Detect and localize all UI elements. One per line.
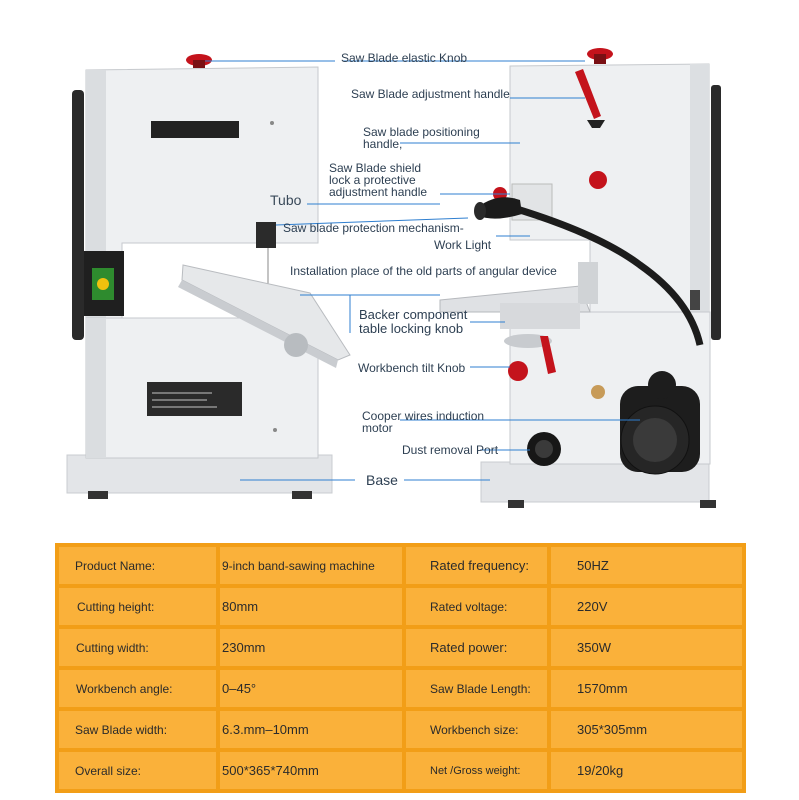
spec-value-cell: 19/20kg: [551, 752, 742, 789]
spec-label-cell: Workbench angle:: [59, 670, 216, 707]
spec-value-cell: 1570mm: [551, 670, 742, 707]
spec-label-cell: Rated power:: [406, 629, 547, 666]
side-view-machine: [439, 48, 721, 508]
specification-table: Product Name: 9-inch band-sawing machine…: [55, 543, 746, 793]
callout-base: Base: [366, 472, 398, 488]
spec-label-cell: Saw Blade width:: [59, 711, 216, 748]
front-view-machine: [66, 54, 351, 499]
callout-workbench-tilt-knob: Workbench tilt Knob: [358, 361, 466, 375]
spec-value-cell: 9-inch band-sawing machine: [220, 547, 402, 584]
spec-value-cell: 50HZ: [551, 547, 742, 584]
callout-line: motor: [362, 421, 393, 435]
spec-label-cell: Cutting width:: [59, 629, 216, 666]
callout-saw-blade-positioning-handle: Saw blade positioning handle,: [363, 126, 480, 150]
callout-line: Saw blade positioning: [363, 125, 480, 139]
spec-label-cell: Rated voltage:: [406, 588, 547, 625]
spec-value-cell: 220V: [551, 588, 742, 625]
callout-saw-blade-elastic-knob: Saw Blade elastic Knob: [341, 51, 468, 65]
band-saw-product-photo: [66, 48, 721, 508]
spec-label-cell: Overall size:: [59, 752, 216, 789]
callout-tubo: Tubo: [270, 192, 302, 208]
callout-line: handle,: [363, 137, 403, 151]
spec-value-cell: 350W: [551, 629, 742, 666]
callout-angular-device-place: Installation place of the old parts of a…: [290, 264, 557, 278]
callout-line: Saw Blade shield: [329, 161, 422, 175]
spec-value-cell: 0–45°: [220, 670, 402, 707]
callout-line: Backer component: [359, 307, 468, 322]
spec-label-cell: Workbench size:: [406, 711, 547, 748]
spec-label-cell: Cutting height:: [59, 588, 216, 625]
callout-line: table locking knob: [359, 321, 464, 336]
spec-label-cell: Product Name:: [59, 547, 216, 584]
spec-value-cell: 305*305mm: [551, 711, 742, 748]
spec-value-cell: 80mm: [220, 588, 402, 625]
spec-label-cell: Rated frequency:: [406, 547, 547, 584]
spec-label-cell: Net /Gross weight:: [406, 752, 547, 789]
callout-line: Cooper wires induction: [362, 409, 485, 423]
callout-lines: [205, 60, 640, 481]
spec-value-cell: 500*365*740mm: [220, 752, 402, 789]
callout-saw-blade-protection-mechanism: Saw blade protection mechanism-: [283, 221, 464, 235]
spec-value-cell: 6.3.mm–10mm: [220, 711, 402, 748]
spec-value-cell: 230mm: [220, 629, 402, 666]
spec-label-cell: Saw Blade Length:: [406, 670, 547, 707]
callout-dust-removal-port: Dust removal Port: [402, 443, 499, 457]
callout-backer-component-knob: Backer component table locking knob: [359, 308, 467, 336]
callout-line: lock a protective: [329, 173, 416, 187]
callout-work-light: Work Light: [434, 238, 492, 252]
callout-line: adjustment handle: [329, 185, 428, 199]
callout-saw-blade-adjustment-handle: Saw Blade adjustment handle: [351, 87, 510, 101]
callout-induction-motor: Cooper wires induction motor: [362, 410, 484, 434]
callout-saw-blade-shield-lock: Saw Blade shield lock a protective adjus…: [329, 162, 427, 198]
